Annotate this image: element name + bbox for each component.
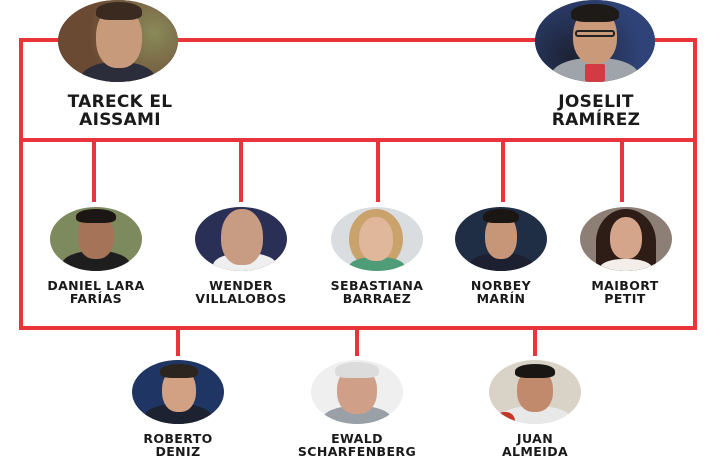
name-maibort-petit: MAIBORT PETIT bbox=[591, 278, 659, 307]
avatar-ewald-scharfenberg bbox=[311, 360, 403, 424]
name-tareck-el-aissami: TARECK EL AISSAMI bbox=[67, 92, 173, 130]
avatar-roberto-deniz bbox=[132, 360, 224, 424]
avatar-maibort-petit bbox=[580, 207, 672, 271]
name-juan-almeida: JUAN ALMEIDA bbox=[501, 431, 569, 460]
name-sebastiana-barraez: SEBASTIANA BARRAEZ bbox=[330, 278, 424, 307]
avatar-norbey-marin bbox=[455, 207, 547, 271]
connector-drop-maibort bbox=[620, 140, 624, 202]
name-wender-villalobos: WENDER VILLALOBOS bbox=[195, 278, 287, 307]
connector-middle-horizontal bbox=[19, 138, 697, 142]
avatar-joselit-ramirez bbox=[535, 0, 655, 82]
connector-drop-sebastiana bbox=[376, 140, 380, 202]
avatar-sebastiana-barraez bbox=[331, 207, 423, 271]
connector-drop-wender bbox=[239, 140, 243, 202]
name-roberto-deniz: ROBERTO DENIZ bbox=[143, 431, 213, 460]
avatar-daniel-lara-farias bbox=[50, 207, 142, 271]
connector-left-vertical bbox=[19, 38, 23, 330]
name-daniel-lara-farias: DANIEL LARA FARÍAS bbox=[47, 278, 145, 307]
connector-drop-juan bbox=[533, 328, 537, 356]
connector-drop-ewald bbox=[355, 328, 359, 356]
connector-drop-norbey bbox=[501, 140, 505, 202]
name-ewald-scharfenberg: EWALD SCHARFENBERG bbox=[297, 431, 417, 460]
name-norbey-marin: NORBEY MARÍN bbox=[470, 278, 532, 307]
connector-drop-roberto bbox=[176, 328, 180, 356]
connector-right-vertical bbox=[693, 38, 697, 330]
avatar-juan-almeida bbox=[489, 360, 581, 424]
avatar-wender-villalobos bbox=[195, 207, 287, 271]
connector-top-horizontal bbox=[19, 38, 697, 42]
name-joselit-ramirez: JOSELIT RAMÍREZ bbox=[551, 92, 641, 130]
connector-drop-daniel bbox=[92, 140, 96, 202]
avatar-tareck-el-aissami bbox=[58, 0, 178, 82]
